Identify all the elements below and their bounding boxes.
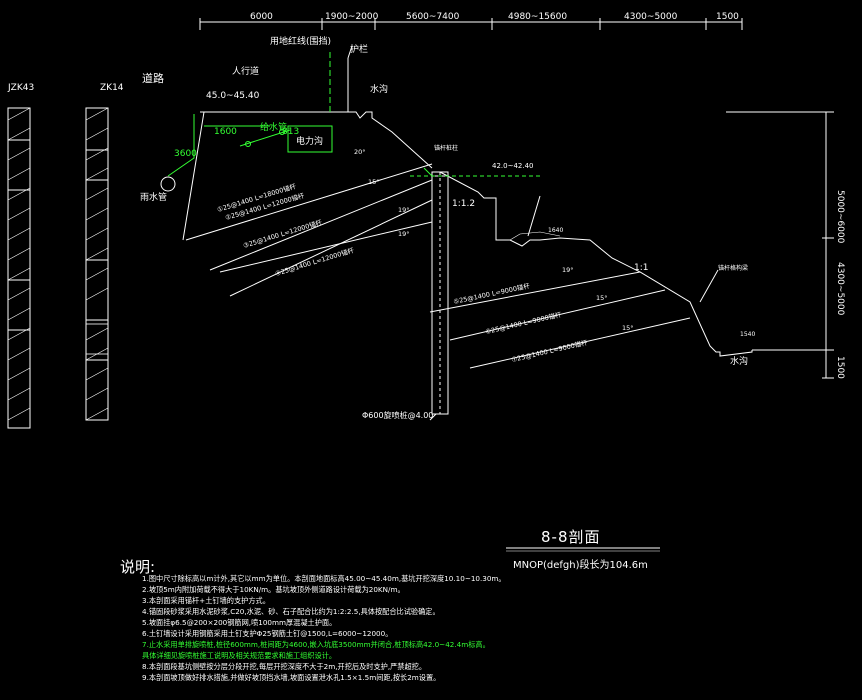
anchor-angle-6: 15° xyxy=(596,294,608,302)
dim-813-label: 813 xyxy=(282,127,299,137)
top-dimension-labels: 6000 1900~2000 5600~7400 4980~15600 4300… xyxy=(250,12,739,22)
anchor-5: ⑤25@1400 L=9000锚杆 xyxy=(453,281,531,306)
note-item: 1.图中尺寸除标高以m计外,其它以mm为单位。本剖面地面标高45.00~45.4… xyxy=(142,574,506,583)
borehole-hatching xyxy=(7,107,109,421)
dim-right-3: 1500 xyxy=(835,356,845,379)
section-subtitle: MNOP(defgh)段长为104.6m xyxy=(513,560,648,571)
slope-ratio-2: 1:1 xyxy=(634,263,648,273)
dim-top-1: 6000 xyxy=(250,12,273,22)
note-item: 8.本剖面段基坑侧壁按分层分段开挖,每层开挖深度不大于2m,开挖后及时支护,严禁… xyxy=(142,662,427,671)
dim-1600-label: 1600 xyxy=(214,127,237,137)
anchor-angle-2: 15° xyxy=(368,178,380,186)
right-dimension-labels: 5000~6000 4300~5000 1500 xyxy=(835,190,845,379)
right-dimension-ticks xyxy=(726,111,834,379)
note-item: 2.坡顶5m内附加荷载不得大于10KN/m。基坑坡顶外侧道路设计荷载为20KN/… xyxy=(142,585,405,594)
section-title: 8-8剖面 xyxy=(541,528,601,546)
guardrail-label: 护栏 xyxy=(350,43,368,55)
ground-surface xyxy=(200,111,433,169)
note-item: 5.坡面挂φ6.5@200×200钢筋网,喷100mm厚混凝土护面。 xyxy=(142,618,337,627)
note-item: 9.本剖面坡顶做好排水措施,并做好坡顶挡水墙,坡面设置泄水孔1.5×1.5m间距… xyxy=(142,673,441,682)
note-item: 具体详细见旋喷桩施工说明及相关规范要求和施工组织设计。 xyxy=(142,651,337,660)
ditch-top-label: 水沟 xyxy=(370,83,388,95)
dim-right-1: 5000~6000 xyxy=(835,190,845,244)
anchor-angle-4: 19° xyxy=(398,230,410,238)
elevation-top-label: 45.0~45.40 xyxy=(206,91,260,101)
dim-top-6: 1500 xyxy=(716,12,739,22)
ditch-bottom-label: 水沟 xyxy=(730,355,748,367)
anchor-angle-5: 19° xyxy=(562,266,574,274)
borehole-zk14-name: ZK14 xyxy=(100,83,124,93)
sidewalk-label: 人行道 xyxy=(232,65,259,77)
dim-1540-label: 1540 xyxy=(740,331,755,338)
anchor-7: ⑦25@1400 L=9000锚杆 xyxy=(510,338,588,364)
anchor-6: ⑥25@1400 L=9000锚杆 xyxy=(484,310,562,336)
anchor-angle-1: 20° xyxy=(354,148,366,156)
anchor-label-left: 锚杆桩柱 xyxy=(434,144,458,152)
anchor-labels: ①25@1400 L=18000锚杆 ②25@1400 L=12000锚杆 ③2… xyxy=(216,148,634,364)
anchor-lines xyxy=(185,163,691,369)
dim-right-2: 4300~5000 xyxy=(835,262,845,316)
dim-top-4: 4980~15600 xyxy=(508,12,567,22)
rain-pipe-circle xyxy=(160,176,176,192)
borehole-zk14-column xyxy=(85,107,109,421)
borehole-jzk43-name: JZK43 xyxy=(7,83,34,93)
dim-top-3: 5600~7400 xyxy=(406,12,460,22)
anchor-3: ③25@1400 L=12000锚杆 xyxy=(242,217,323,250)
dim-1640-label: 1640 xyxy=(548,227,563,234)
slope-profile xyxy=(439,171,753,357)
top-dimension-ticks xyxy=(199,18,743,30)
rain-pipe-label: 雨水管 xyxy=(140,191,167,203)
elevation-mid-label: 42.0~42.40 xyxy=(492,162,534,170)
borehole-jzk43-column xyxy=(7,107,31,429)
anchor-angle-7: 15° xyxy=(622,324,634,332)
utility-lines xyxy=(167,114,540,177)
land-line-label: 用地红线(围挡) xyxy=(270,35,331,47)
note-item: 3.本剖面采用锚杆+土钉墙的支护方式。 xyxy=(142,596,270,605)
slope-ratio-1: 1:1.2 xyxy=(452,199,475,209)
dim-top-2: 1900~2000 xyxy=(325,12,379,22)
pile-label: Φ600旋喷桩@4.00 xyxy=(362,410,433,420)
notes-title: 说明: xyxy=(120,558,156,576)
note-item: 6.土钉墙设计采用钢筋采用土钉支护Φ25钢筋土钉@1500,L=6000~120… xyxy=(142,629,393,638)
road-label: 道路 xyxy=(142,71,164,85)
note-item: 7.止水采用单排旋喷桩,桩径600mm,桩间距为4600,嵌入坑底3500mm并… xyxy=(142,640,490,649)
dim-3600-label: 3600 xyxy=(174,149,197,159)
anchor-label-right: 锚杆格构梁 xyxy=(718,264,748,272)
note-item: 4.锚固段砂浆采用水泥砂浆,C20,水泥、砂、石子配合比约为1:2:2.5,具体… xyxy=(142,607,440,616)
power-ditch-label: 电力沟 xyxy=(296,135,323,147)
water-supply-label: 给水管 xyxy=(260,121,287,133)
road-slope xyxy=(182,111,205,241)
anchor-angle-3: 19° xyxy=(398,206,410,214)
dim-top-5: 4300~5000 xyxy=(624,12,678,22)
